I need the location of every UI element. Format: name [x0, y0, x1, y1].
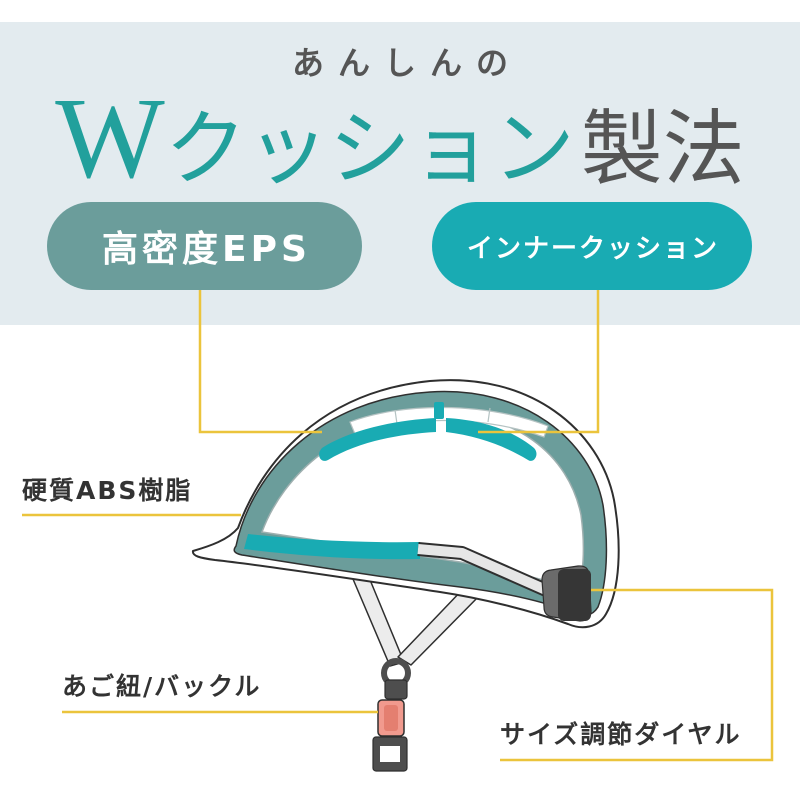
- side-strap: [417, 544, 549, 595]
- inner-cushion-front-pad: [244, 534, 420, 560]
- buckle-slider: [384, 679, 408, 700]
- subtitle: あんしんの: [291, 44, 522, 82]
- label-size-dial: サイズ調節ダイヤル: [500, 720, 742, 749]
- buckle: [372, 658, 411, 772]
- buckle-release-clip-grip: [384, 705, 398, 731]
- inner-cushion-top-pad-left: [319, 418, 436, 461]
- leader-lines: [22, 290, 774, 762]
- callout-pill-eps-label: 高密度EPS: [102, 229, 311, 270]
- title-cushion: クッション: [164, 102, 575, 197]
- leader-line-eps: [198, 290, 322, 434]
- inner-cushion-center-tab: [434, 402, 444, 419]
- size-dial-knob: [558, 569, 591, 621]
- title-w: W: [55, 75, 165, 203]
- callout-pill-eps: 高密度EPS: [47, 202, 362, 290]
- page-title: Wクッション製法: [0, 81, 800, 197]
- leader-line-size-dial: [500, 588, 774, 762]
- helmet-illustration: [191, 379, 620, 772]
- label-abs-shell: 硬質ABS樹脂: [22, 476, 193, 505]
- chin-strap-rear: [397, 587, 484, 666]
- buckle-frame-slot: [380, 746, 400, 762]
- vent-divider-right: [487, 407, 491, 423]
- callout-pill-inner-cushion: インナークッション: [432, 202, 752, 290]
- callout-pill-inner-cushion-label: インナークッション: [466, 233, 719, 264]
- label-chin-strap-buckle: あご紐/バックル: [62, 672, 262, 701]
- leader-line-inner-cushion: [478, 290, 600, 434]
- vent-divider-left: [394, 409, 398, 425]
- inner-cushion-top-pad-right: [446, 418, 537, 461]
- title-method: 製法: [580, 102, 745, 197]
